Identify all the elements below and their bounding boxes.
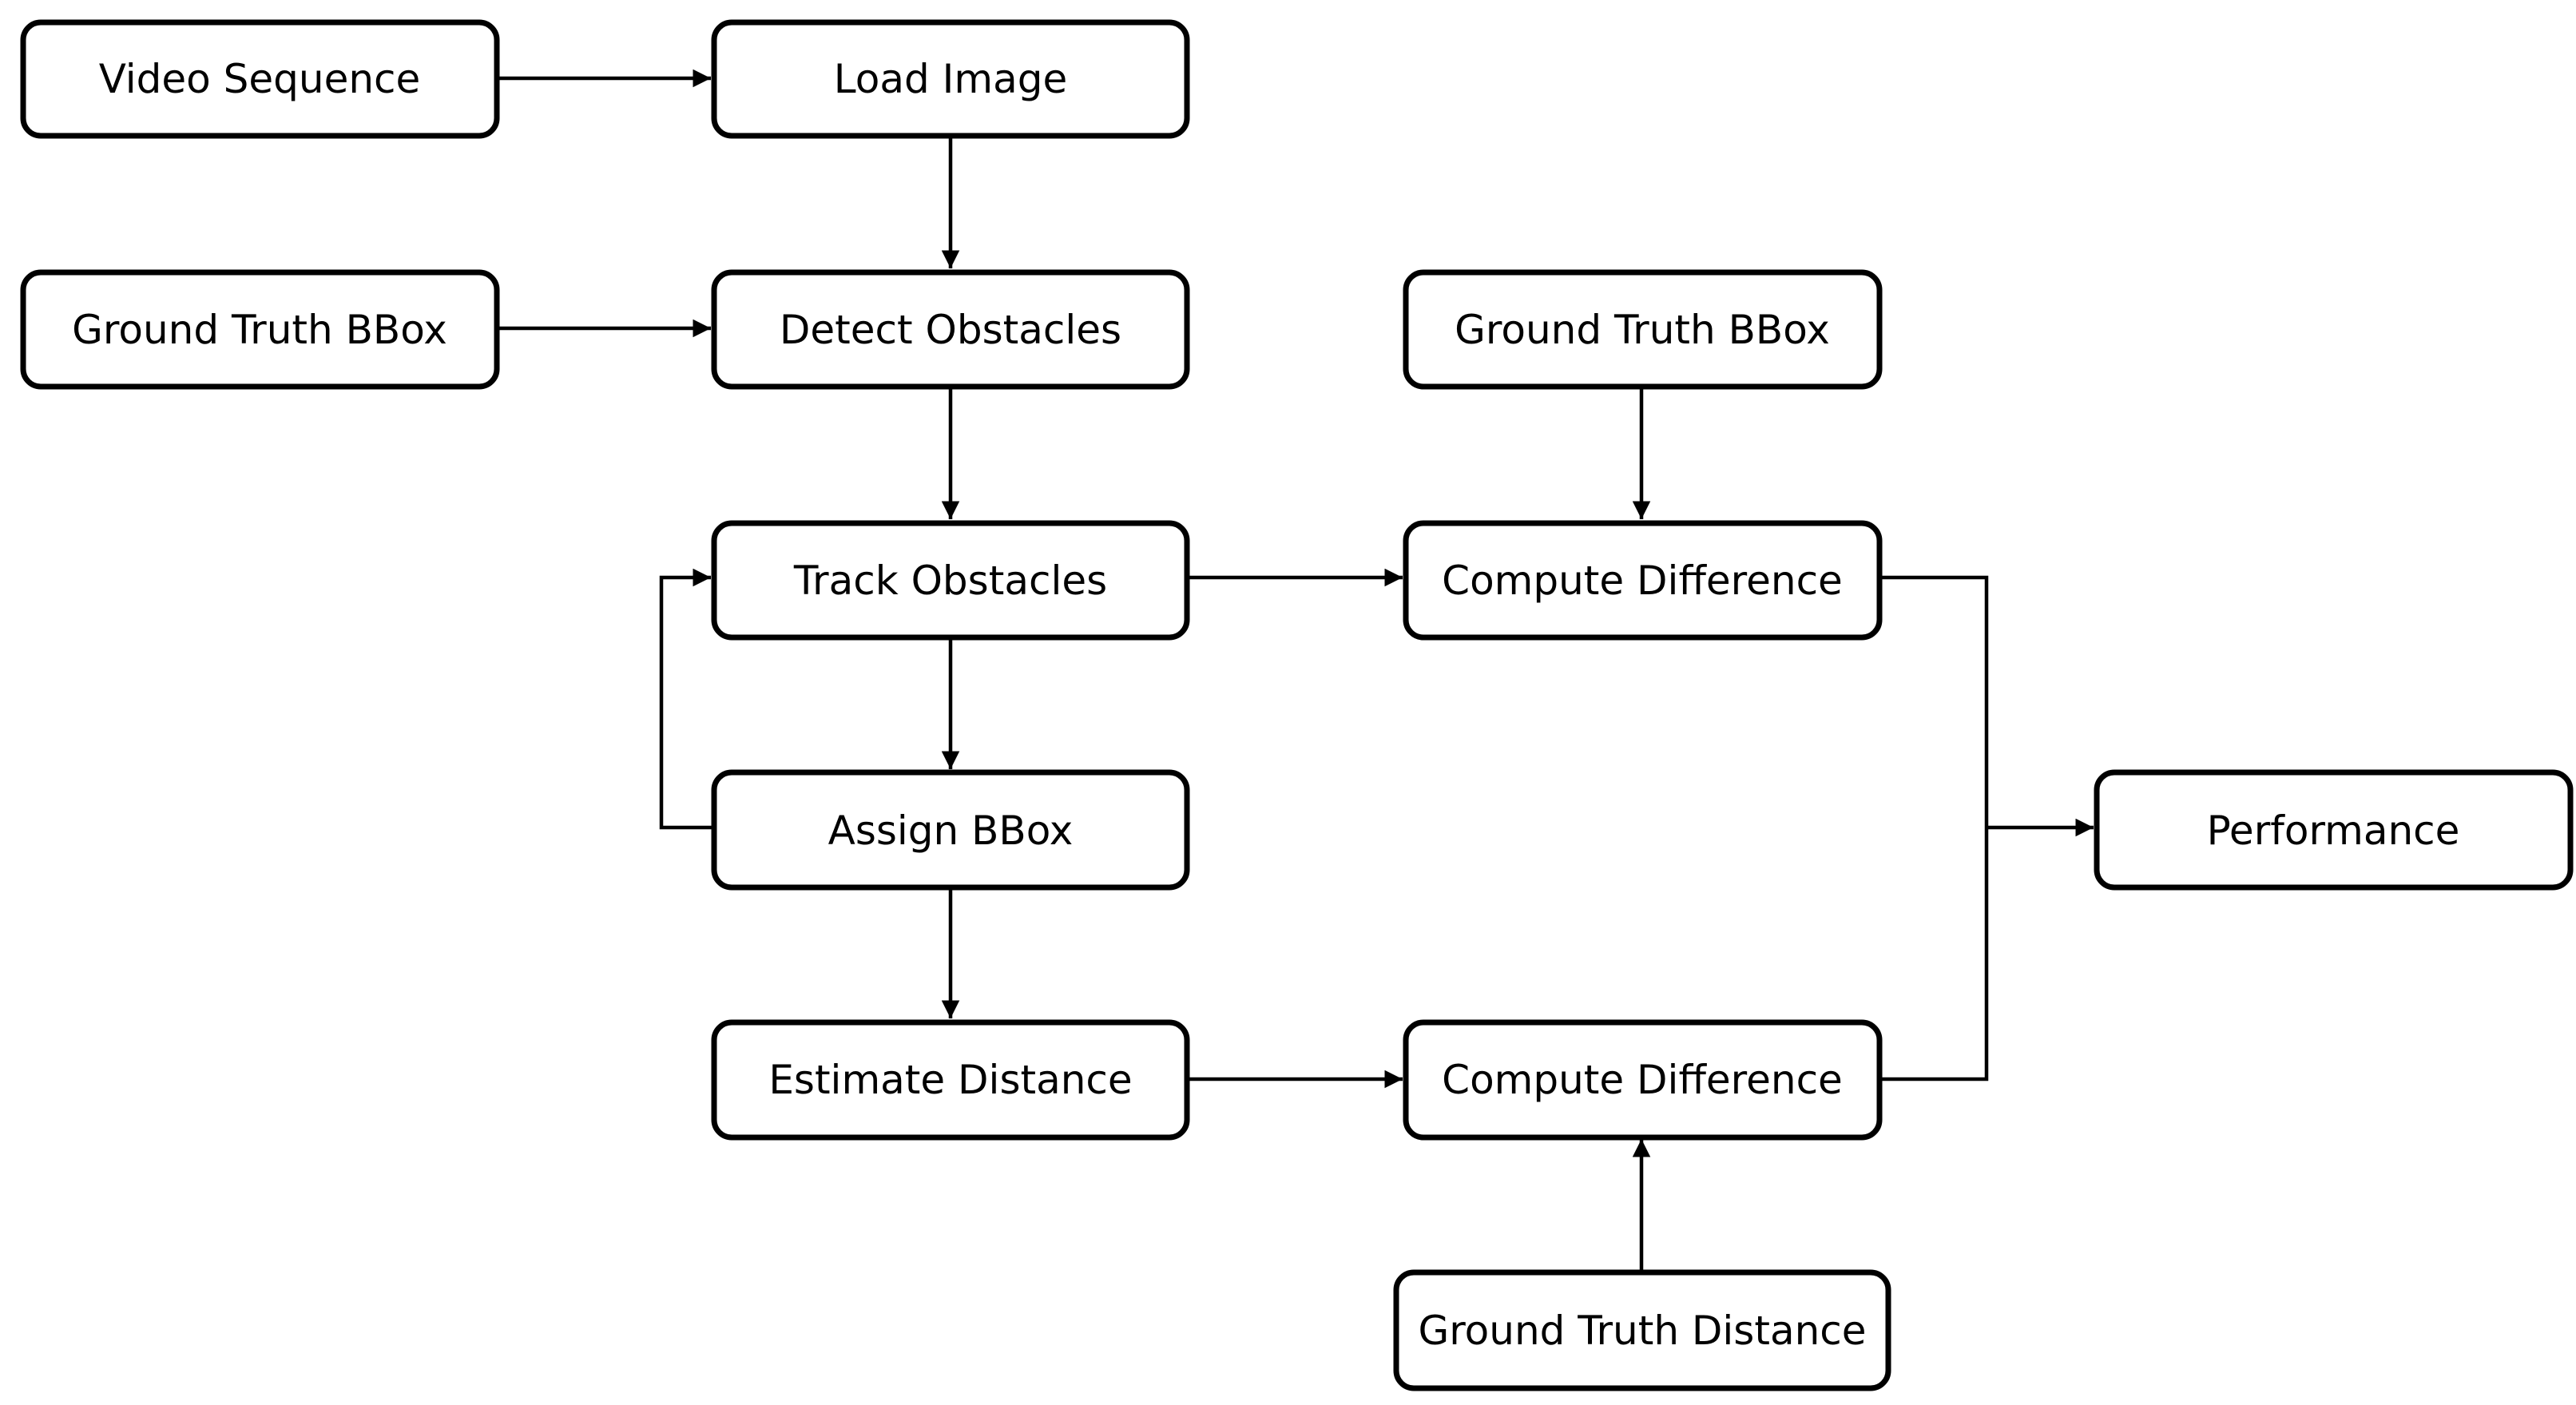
- node-performance-label: Performance: [2207, 808, 2460, 854]
- node-assign-bbox: Assign BBox: [711, 769, 1190, 891]
- node-detect-obstacles: Detect Obstacles: [711, 269, 1190, 390]
- node-track-obstacles-label: Track Obstacles: [793, 558, 1107, 604]
- node-load-image-label: Load Image: [834, 56, 1067, 102]
- node-compute-difference-bottom: Compute Difference: [1403, 1019, 1883, 1141]
- node-compute-difference-top: Compute Difference: [1403, 520, 1883, 641]
- edges: [497, 69, 2094, 1270]
- node-estimate-distance-label: Estimate Distance: [768, 1057, 1132, 1103]
- node-track-obstacles: Track Obstacles: [711, 520, 1190, 641]
- node-ground-truth-bbox-right-label: Ground Truth BBox: [1455, 307, 1830, 353]
- node-assign-bbox-label: Assign BBox: [828, 808, 1074, 854]
- node-ground-truth-bbox-left: Ground Truth BBox: [20, 269, 500, 390]
- node-compute-difference-bottom-label: Compute Difference: [1442, 1057, 1843, 1103]
- edge-compute-difference-top-to-join: [1879, 575, 1989, 1082]
- nodes: Video Sequence Load Image Ground Truth B…: [20, 19, 2574, 1391]
- node-performance: Performance: [2094, 769, 2574, 891]
- edge-assign-bbox-loop-to-track-obstacles: [659, 568, 714, 830]
- node-video-sequence: Video Sequence: [20, 19, 500, 139]
- node-ground-truth-bbox-left-label: Ground Truth BBox: [72, 307, 447, 353]
- node-load-image: Load Image: [711, 19, 1190, 139]
- node-ground-truth-distance: Ground Truth Distance: [1393, 1269, 1891, 1391]
- node-estimate-distance: Estimate Distance: [711, 1019, 1190, 1141]
- node-compute-difference-top-label: Compute Difference: [1442, 558, 1843, 604]
- node-ground-truth-bbox-right: Ground Truth BBox: [1403, 269, 1883, 390]
- node-video-sequence-label: Video Sequence: [99, 56, 421, 102]
- node-ground-truth-distance-label: Ground Truth Distance: [1418, 1308, 1866, 1354]
- node-detect-obstacles-label: Detect Obstacles: [780, 307, 1121, 353]
